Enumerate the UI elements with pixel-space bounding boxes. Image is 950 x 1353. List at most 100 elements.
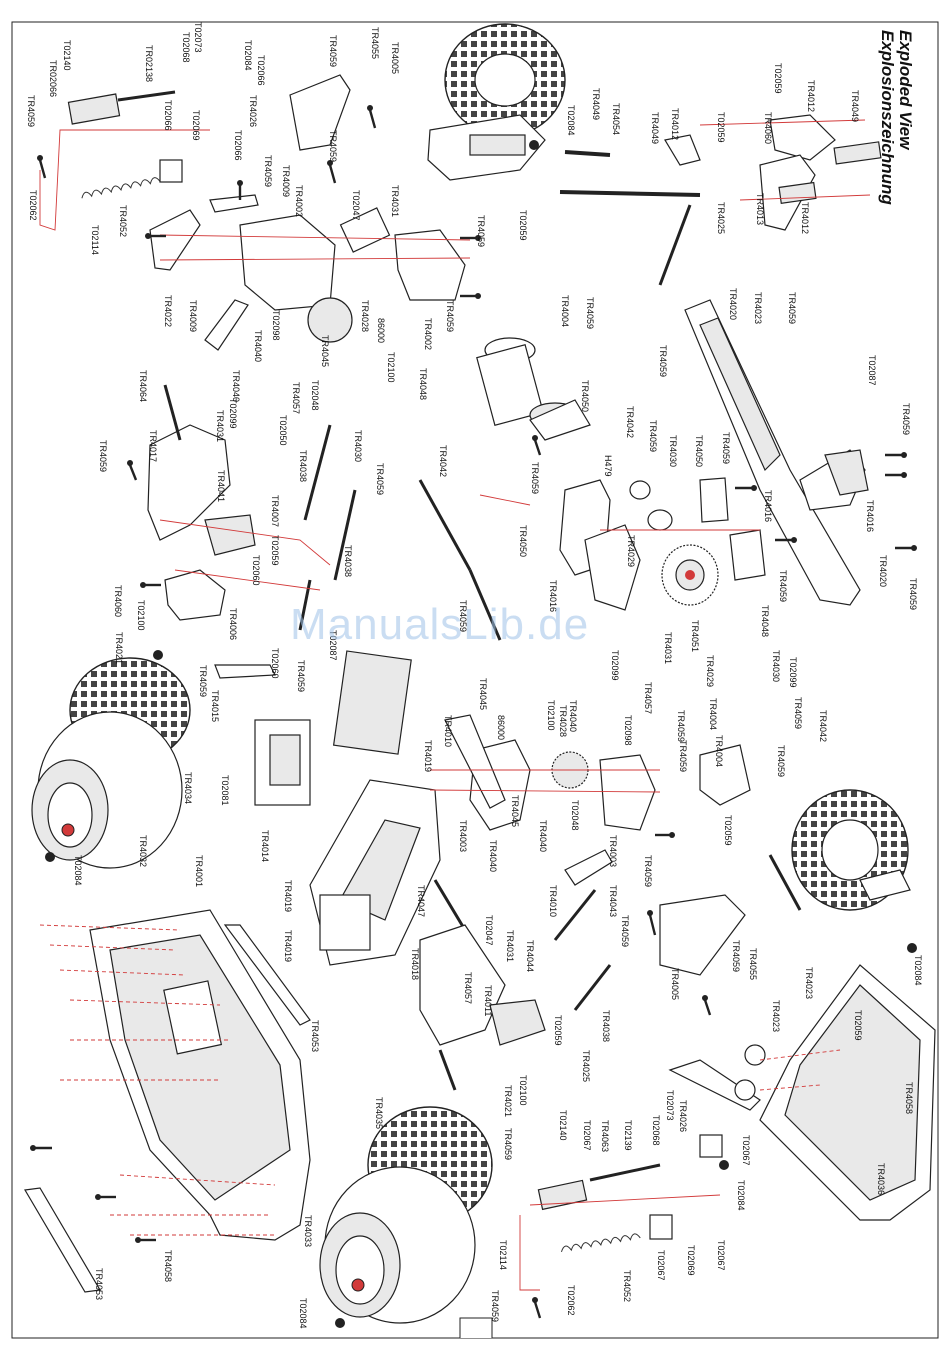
part-label: TR4048 bbox=[760, 605, 770, 637]
part-label: TR4004 bbox=[714, 735, 724, 767]
part-label: TR4055 bbox=[748, 948, 758, 980]
part-label: TR4057 bbox=[643, 682, 653, 714]
part-label: TR4010 bbox=[443, 715, 453, 747]
part-label: TR4042 bbox=[625, 406, 635, 438]
part-label: T02069 bbox=[191, 110, 201, 141]
rear-gearbox bbox=[149, 74, 466, 351]
steering-assembly bbox=[559, 114, 882, 286]
part-label: TR4026 bbox=[678, 1100, 688, 1132]
part-labels: TR4059 TR02066 T02140 TR02138 T02068 T02… bbox=[26, 22, 923, 1329]
part-label: TR4021 bbox=[114, 632, 124, 664]
rear-shock-top bbox=[67, 90, 183, 199]
part-label: TR4023 bbox=[753, 292, 763, 324]
part-label: 86000 bbox=[376, 318, 386, 343]
rear-hub bbox=[427, 114, 546, 181]
part-label: TR4059 bbox=[620, 915, 630, 947]
part-label: TR4045 bbox=[510, 795, 520, 827]
part-label: TR4059 bbox=[731, 940, 741, 972]
part-label: TR4011 bbox=[483, 985, 493, 1016]
part-label: T02059 bbox=[773, 63, 783, 94]
part-label: TR4059 bbox=[328, 35, 338, 67]
part-label: TR4002 bbox=[294, 185, 304, 217]
part-label: TR4059 bbox=[26, 95, 36, 127]
part-label: TR4050 bbox=[518, 525, 528, 557]
part-label: TR4014 bbox=[260, 830, 270, 862]
part-label: TR4040 bbox=[538, 820, 548, 852]
part-label: T02066 bbox=[256, 55, 266, 86]
part-label: TR4057 bbox=[291, 382, 301, 414]
part-label: TR4023 bbox=[771, 1000, 781, 1032]
part-label: TR4055 bbox=[370, 27, 380, 59]
rear-top-tyre bbox=[444, 23, 566, 137]
part-label: T02067 bbox=[741, 1135, 751, 1166]
part-label: TR4059 bbox=[98, 440, 108, 472]
motor bbox=[476, 337, 591, 441]
part-label: T02081 bbox=[220, 775, 230, 806]
part-label: T02060 bbox=[251, 555, 261, 586]
part-label: TR4059 bbox=[263, 155, 273, 187]
part-label: T02100 bbox=[386, 352, 396, 383]
part-label: TR4003 bbox=[458, 820, 468, 852]
part-label: TR4036 bbox=[876, 1163, 886, 1195]
part-label: TR4001 bbox=[194, 855, 204, 887]
part-label: T02114 bbox=[90, 225, 100, 255]
page-subtitle: Explosionszeichnung bbox=[878, 30, 897, 205]
part-label: TR4059 bbox=[328, 130, 338, 162]
part-label: T02087 bbox=[328, 630, 338, 661]
part-label: TR4043 bbox=[608, 885, 618, 917]
part-label: T02048 bbox=[570, 800, 580, 831]
part-label: TR4005 bbox=[390, 42, 400, 74]
part-label: TR02066 bbox=[48, 60, 58, 97]
front-left-tyre bbox=[31, 657, 191, 869]
part-label: T02048 bbox=[310, 380, 320, 411]
part-label: T02059 bbox=[270, 535, 280, 566]
part-label: TR4059 bbox=[648, 420, 658, 452]
part-label: TR4007 bbox=[270, 495, 280, 527]
part-label: TR4064 bbox=[138, 370, 148, 402]
part-label: TR4022 bbox=[163, 295, 173, 327]
part-label: TR4029 bbox=[705, 655, 715, 687]
part-label: T02066 bbox=[163, 100, 173, 131]
part-label: T02067 bbox=[656, 1250, 666, 1281]
part-label: T02067 bbox=[582, 1120, 592, 1151]
side-rail bbox=[684, 299, 869, 606]
part-label: TR4019 bbox=[423, 740, 433, 772]
part-label: TR4016 bbox=[763, 490, 773, 522]
part-label: TR4053 bbox=[310, 1020, 320, 1052]
part-label: TR4051 bbox=[690, 620, 700, 652]
part-label: TR4016 bbox=[865, 500, 875, 532]
part-label: TR4059 bbox=[198, 665, 208, 697]
part-label: TR4044 bbox=[525, 940, 535, 972]
part-label: TR4058 bbox=[904, 1082, 914, 1114]
part-label: T02099 bbox=[610, 650, 620, 681]
part-label: T02059 bbox=[553, 1015, 563, 1046]
part-label: TR4059 bbox=[901, 403, 911, 435]
radio-box bbox=[254, 650, 412, 806]
part-label: TR4059 bbox=[721, 432, 731, 464]
part-label: TR4054 bbox=[611, 103, 621, 135]
part-label: T02140 bbox=[62, 40, 72, 71]
assembly-lines bbox=[39, 119, 871, 1291]
part-label: TR4030 bbox=[771, 650, 781, 682]
center-mount bbox=[559, 477, 766, 611]
part-label: TR4059 bbox=[375, 463, 385, 495]
part-label: TR4059 bbox=[787, 292, 797, 324]
part-label: TR4041 bbox=[216, 470, 226, 502]
part-label: T02062 bbox=[28, 190, 38, 221]
watermark: ManualsLib.de bbox=[290, 600, 590, 649]
part-label: T02047 bbox=[484, 915, 494, 946]
rear-bottom-tyre bbox=[319, 1106, 493, 1324]
part-label: TR4009 bbox=[281, 165, 291, 197]
part-label: TR4025 bbox=[581, 1050, 591, 1082]
front-left-suspension bbox=[147, 384, 357, 679]
part-label: TR4049 bbox=[650, 112, 660, 144]
part-label: T02100 bbox=[546, 700, 556, 731]
part-label: TR4035 bbox=[374, 1097, 384, 1129]
part-label: T02100 bbox=[518, 1075, 528, 1106]
part-label: T02100 bbox=[136, 600, 146, 631]
part-label: TR4031 bbox=[505, 930, 515, 962]
part-label: TR4029 bbox=[626, 535, 636, 567]
part-label: TR4047 bbox=[416, 885, 426, 917]
part-label: TR4025 bbox=[716, 202, 726, 234]
